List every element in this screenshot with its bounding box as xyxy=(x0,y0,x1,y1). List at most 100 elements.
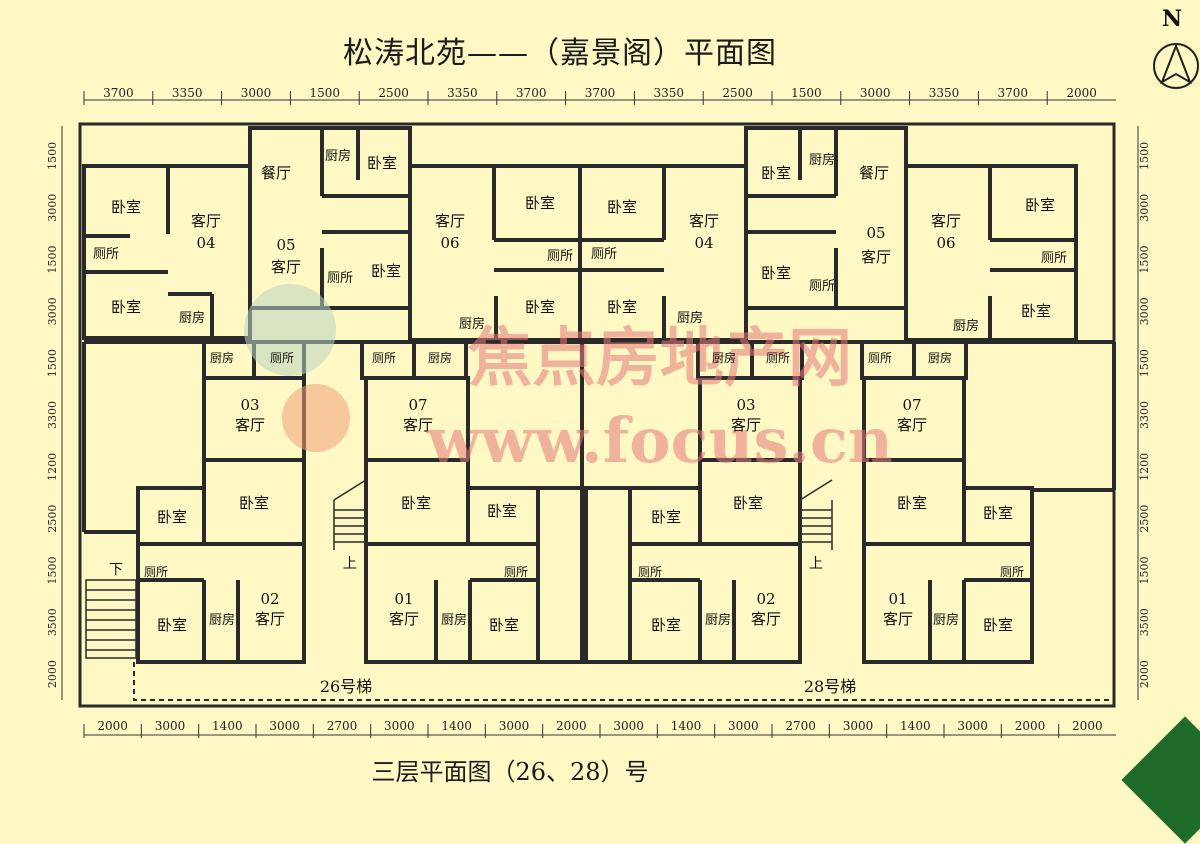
room-label: 卧室 xyxy=(651,508,681,526)
room-label: 厕所 xyxy=(504,565,528,579)
stair-label-26: 26号梯 xyxy=(320,677,372,696)
room-label: 厨房 xyxy=(325,148,351,164)
plan-title: 松涛北苑——（嘉景阁）平面图 xyxy=(343,36,777,71)
room-label: 厕所 xyxy=(1041,251,1067,266)
dimension-label: 2000 xyxy=(1138,660,1151,688)
unit-number: 01 xyxy=(394,590,413,608)
unit-number: 01 xyxy=(888,590,907,608)
dimension-label: 3700 xyxy=(103,86,134,100)
dimension-label: 1500 xyxy=(1138,349,1151,377)
room-label: 卧室 xyxy=(761,264,791,282)
dimension-label: 3000 xyxy=(1138,297,1151,325)
dimension-label: 2000 xyxy=(1015,719,1046,733)
unit-number: 06 xyxy=(936,234,955,252)
room-label: 客厅 xyxy=(897,416,927,434)
room-label: 厨房 xyxy=(928,350,952,365)
dimension-label: 3700 xyxy=(585,86,616,100)
dimension-label: 3000 xyxy=(384,719,415,733)
dimension-label: 3000 xyxy=(46,194,59,222)
room-label: 厨房 xyxy=(210,350,234,365)
room-label: 厕所 xyxy=(1000,565,1024,579)
room-label: 客厅 xyxy=(255,610,285,628)
dimension-label: 1400 xyxy=(212,719,243,733)
stair-26 xyxy=(333,479,367,550)
room-label: 厨房 xyxy=(705,612,731,628)
dimension-label: 3000 xyxy=(613,719,644,733)
dimension-left-column: 1500300015003000150033001200250015003500… xyxy=(46,142,59,688)
dimension-label: 3000 xyxy=(499,719,530,733)
room-label: 厕所 xyxy=(868,351,892,365)
room-label: 客厅 xyxy=(751,610,781,628)
dimension-label: 2000 xyxy=(1066,86,1097,100)
room-label: 卧室 xyxy=(1025,196,1055,214)
watermark-line2: www.focus.cn xyxy=(426,404,893,477)
room-label: 厕所 xyxy=(638,565,662,579)
dimension-label: 2000 xyxy=(1072,719,1103,733)
dimension-label: 1500 xyxy=(791,86,822,100)
room-label: 卧室 xyxy=(111,298,141,316)
dimension-label: 3300 xyxy=(1138,401,1151,429)
stair-left xyxy=(85,579,137,659)
dimension-label: 2500 xyxy=(722,86,753,100)
unit-number: 03 xyxy=(736,396,755,414)
dimension-label: 1200 xyxy=(46,453,59,481)
dimension-label: 2500 xyxy=(46,505,59,533)
room-label: 客厅 xyxy=(861,248,891,266)
dimension-label: 3000 xyxy=(728,719,759,733)
stair-down-label: 下 xyxy=(109,562,123,578)
room-label: 厨房 xyxy=(677,310,703,326)
room-label: 厕所 xyxy=(766,351,790,365)
dimension-label: 1500 xyxy=(46,142,59,170)
stair-up-label: 上 xyxy=(809,556,823,572)
unit-number: 02 xyxy=(260,590,279,608)
unit-number: 07 xyxy=(408,396,427,414)
dimension-label: 1400 xyxy=(441,719,472,733)
room-label: 厨房 xyxy=(441,612,467,628)
dimension-label: 2500 xyxy=(1138,505,1151,533)
room-label: 卧室 xyxy=(733,494,763,512)
dimension-label: 3000 xyxy=(1138,194,1151,222)
room-labels: 卧室 客厅 04 厕所 卧室 厨房 餐厅 厨房 卧室 05 客厅 厕所 卧室 客… xyxy=(93,148,1067,696)
room-label: 厕所 xyxy=(809,279,835,294)
dimension-label: 3500 xyxy=(46,608,59,636)
room-label: 餐厅 xyxy=(859,164,889,182)
room-label: 卧室 xyxy=(983,504,1013,522)
stair-up-label: 上 xyxy=(343,556,357,572)
watermark-line1: 焦点房地产网 xyxy=(468,321,852,396)
room-label: 卧室 xyxy=(1021,302,1051,320)
dimension-label: 2000 xyxy=(46,660,59,688)
room-label: 客厅 xyxy=(731,416,761,434)
room-label: 客厅 xyxy=(191,212,221,230)
dimension-label: 3350 xyxy=(929,86,960,100)
unit-number: 02 xyxy=(756,590,775,608)
room-label: 厕所 xyxy=(327,271,353,286)
room-label: 厕所 xyxy=(372,351,396,365)
room-label: 厨房 xyxy=(428,350,452,365)
room-label: 卧室 xyxy=(607,198,637,216)
dimension-label: 3300 xyxy=(46,401,59,429)
dimension-label: 1500 xyxy=(1138,246,1151,274)
room-label: 厨房 xyxy=(933,612,959,628)
dimension-label: 1500 xyxy=(46,349,59,377)
room-label: 卧室 xyxy=(157,508,187,526)
room-label: 厕所 xyxy=(270,351,294,365)
room-label: 卧室 xyxy=(157,616,187,634)
room-label: 卧室 xyxy=(367,154,397,172)
unit-number: 03 xyxy=(240,396,259,414)
room-label: 卧室 xyxy=(525,298,555,316)
dimension-label: 3500 xyxy=(1138,608,1151,636)
dimension-label: 1500 xyxy=(310,86,341,100)
room-label: 卧室 xyxy=(401,494,431,512)
room-label: 厨房 xyxy=(953,318,979,334)
room-label: 客厅 xyxy=(883,610,913,628)
unit-number: 07 xyxy=(902,396,921,414)
dimension-label: 2500 xyxy=(378,86,409,100)
dimension-label: 3000 xyxy=(269,719,300,733)
dimension-label: 1500 xyxy=(46,246,59,274)
room-label: 厕所 xyxy=(547,249,573,264)
dimension-label: 1500 xyxy=(1138,142,1151,170)
dimension-label: 3000 xyxy=(46,297,59,325)
